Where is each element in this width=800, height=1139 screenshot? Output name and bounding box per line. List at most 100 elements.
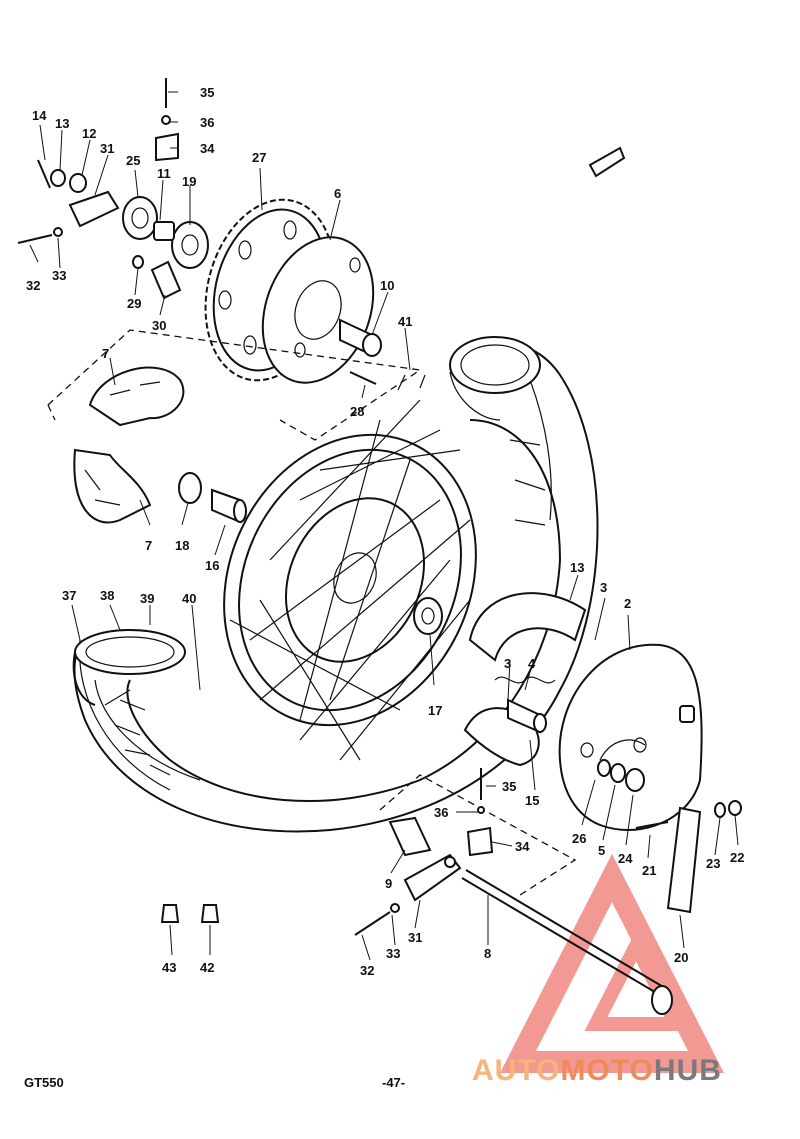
cotter-pin-14 (37, 159, 51, 189)
callout-label: 43 (162, 960, 176, 975)
bolt-21 (635, 821, 669, 829)
rear-axle (461, 869, 673, 1015)
callout-label: 24 (618, 851, 633, 866)
callout-label: 32 (360, 963, 374, 978)
wheel-rim (223, 433, 477, 727)
assembly-outline-bottom (379, 774, 577, 896)
callout-label: 26 (572, 831, 586, 846)
callout-label: 33 (386, 946, 400, 961)
nut-22 (728, 800, 742, 816)
callout-label: 20 (674, 950, 688, 965)
callout-labels: 35 36 34 14 13 12 31 25 11 19 27 6 32 33… (26, 85, 744, 978)
callout-label: 16 (205, 558, 219, 573)
clamp-34-top (155, 132, 179, 162)
callout-label: 25 (126, 153, 140, 168)
tube-section (72, 629, 186, 706)
callout-label: 34 (200, 141, 215, 156)
lockwasher-30 (150, 260, 182, 300)
callout-label: 31 (100, 141, 114, 156)
callout-label: 29 (127, 296, 141, 311)
bearing-19 (171, 221, 209, 269)
callout-label: 4 (528, 656, 536, 671)
valve-cap-43 (160, 904, 180, 923)
callout-label: 23 (706, 856, 720, 871)
callout-label: 18 (175, 538, 189, 553)
callout-label: 41 (398, 314, 412, 329)
callout-label: 36 (200, 115, 214, 130)
callout-label: 21 (642, 863, 656, 878)
washer-12 (69, 173, 87, 193)
leader-lines (29, 91, 739, 961)
assembly-outline-top (47, 329, 422, 441)
callout-label: 22 (730, 850, 744, 865)
watermark-part-2: MOTO (560, 1054, 653, 1087)
callout-label: 2 (624, 596, 631, 611)
callout-label: 7 (145, 538, 152, 553)
callout-label: 27 (252, 150, 266, 165)
brake-spring (494, 676, 556, 684)
page-number: -47- (382, 1075, 405, 1090)
bolt-35-bottom (477, 768, 485, 814)
cush-drive-rubbers (73, 366, 185, 524)
callout-label: 6 (334, 186, 341, 201)
bolt-32-top (17, 227, 63, 244)
callout-label: 42 (200, 960, 214, 975)
callout-label: 35 (502, 779, 516, 794)
callout-label: 12 (82, 126, 96, 141)
tube-section-top (449, 336, 541, 394)
brake-cam-4 (507, 698, 547, 734)
callout-label: 32 (26, 278, 40, 293)
callout-label: 30 (152, 318, 166, 333)
callout-label: 28 (350, 404, 364, 419)
callout-label: 39 (140, 591, 154, 606)
svg-text:AUTOMOTOHUB: AUTOMOTOHUB (472, 1054, 722, 1087)
callout-label: 14 (32, 108, 47, 123)
washer-29 (132, 255, 144, 269)
callout-label: 36 (434, 805, 448, 820)
chain-adjuster-top (68, 190, 120, 228)
watermark-logo-triangle (500, 853, 724, 1073)
bolt-35-top (161, 78, 171, 125)
callout-label: 3 (504, 656, 511, 671)
valve-cap-42 (200, 904, 220, 923)
collar-11 (153, 221, 175, 241)
callout-label: 9 (385, 876, 392, 891)
watermark-part-3: HUB (654, 1054, 722, 1087)
wheel-spokes (229, 399, 471, 761)
sprocket-spacer (339, 318, 382, 357)
callout-label: 5 (598, 843, 605, 858)
hub-bearing (413, 597, 443, 635)
nut-13 (50, 169, 66, 187)
callout-label: 17 (428, 703, 442, 718)
bearing-18 (178, 472, 202, 504)
brake-shoe-upper (468, 592, 587, 662)
model-label: GT550 (24, 1075, 64, 1090)
bolt-32-bottom (354, 903, 400, 936)
spacer-9 (388, 816, 432, 857)
callout-label: 38 (100, 588, 114, 603)
callout-label: 11 (157, 166, 171, 181)
callout-label: 35 (200, 85, 214, 100)
sprocket-drum (261, 236, 375, 384)
washer-5 (610, 763, 626, 783)
brake-panel (558, 643, 703, 831)
callout-label: 13 (55, 116, 69, 131)
callout-label: 37 (62, 588, 76, 603)
callout-label: 33 (52, 268, 66, 283)
callout-label: 19 (182, 174, 196, 189)
direction-arrow-icon (588, 146, 626, 178)
bearing-25 (122, 196, 158, 240)
callout-label: 7 (102, 346, 109, 361)
indicator-24 (625, 768, 645, 792)
callout-label: 13 (570, 560, 584, 575)
watermark-logo-text: AUTOMOTOHUB (472, 1054, 722, 1087)
washer-23 (714, 802, 726, 818)
callout-label: 3 (600, 580, 607, 595)
callout-label: 15 (525, 793, 539, 808)
callout-label: 31 (408, 930, 422, 945)
bolt-28 (349, 371, 377, 385)
callout-label: 8 (484, 946, 491, 961)
chain-adjuster-bottom (403, 853, 462, 902)
